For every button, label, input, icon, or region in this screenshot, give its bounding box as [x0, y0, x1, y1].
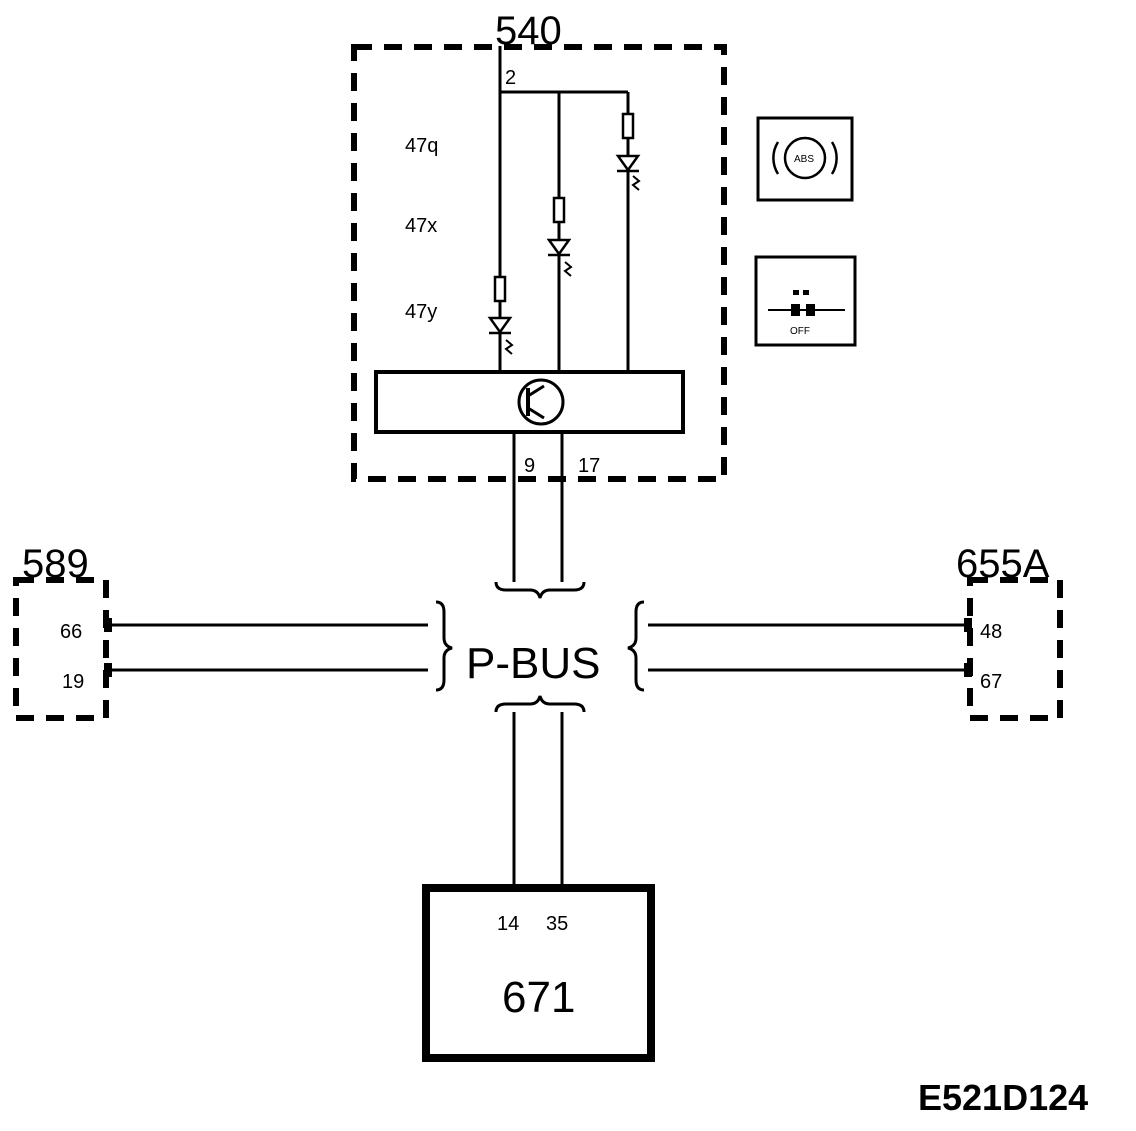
off-indicator-icon: OFF	[754, 255, 857, 347]
module-540-label: 540	[495, 9, 562, 53]
module-589: 589 66 19	[13, 542, 109, 721]
bus-wiring	[108, 432, 966, 888]
abs-icon-text: ABS	[794, 154, 814, 165]
bus-braces	[435, 581, 645, 713]
lamp-47q-symbol	[615, 112, 641, 191]
bus-pin-9-label: 9	[524, 455, 535, 477]
abs-warning-icon: ABS	[756, 116, 854, 202]
module-589-pin-66: 66	[60, 621, 82, 643]
lamp-47x-label: 47x	[405, 215, 437, 237]
off-icon-text: OFF	[790, 326, 810, 337]
diagram-reference: E521D124	[918, 1077, 1088, 1118]
lamp-47y-symbol	[487, 275, 514, 355]
module-540-dashed-border	[351, 44, 727, 482]
module-655A-pin-48: 48	[980, 621, 1002, 643]
module-655A: 655A 48 67	[956, 542, 1063, 721]
module-589-pin-19: 19	[62, 671, 84, 693]
lamp-47y-label: 47y	[405, 301, 437, 323]
lamp-47q-label: 47q	[405, 135, 438, 157]
module-655A-label: 655A	[956, 542, 1050, 586]
bus-label: P-BUS	[466, 639, 600, 688]
lamp-47x-symbol	[546, 196, 573, 277]
bus-pin-17-label: 17	[578, 455, 600, 477]
module-671: 14 35 671	[422, 884, 655, 1062]
module-671-pin-14: 14	[497, 913, 519, 935]
supply-pin-label: 2	[505, 67, 516, 89]
module-589-label: 589	[22, 542, 89, 586]
module-655A-pin-67: 67	[980, 671, 1002, 693]
module-671-pin-35: 35	[546, 913, 568, 935]
transistor-symbol	[517, 378, 565, 426]
module-540: 540 2 47q 47x	[351, 9, 727, 482]
module-671-label: 671	[502, 973, 575, 1022]
